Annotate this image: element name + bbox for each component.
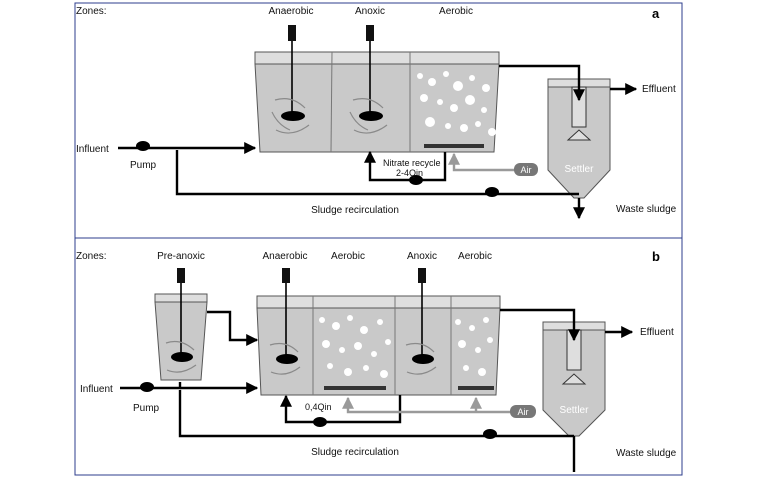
air-label-a: Air [521,165,532,175]
mixer-icon [269,268,301,375]
pump-icon [485,187,499,197]
aeration-bubbles [417,71,496,136]
pump-label-a: Pump [130,160,157,171]
influent-label-b: Influent [80,384,113,395]
diffuser-grid [324,386,494,390]
figure-frame [74,2,683,476]
zone-label-pre-anoxic: Pre-anoxic [157,251,205,262]
zone-label-anoxic-b: Anoxic [407,251,437,262]
zone-label-anoxic: Anoxic [355,6,385,17]
zone-label-aerobic-b1: Aerobic [331,251,365,262]
air-label-b: Air [518,407,529,417]
settler-label-b: Settler [560,405,590,416]
air-line-b: Air [342,396,536,418]
mixer-icon [405,268,437,375]
settler-label-a: Settler [565,164,595,175]
pump-icon [409,175,423,185]
panel-letter-a: a [652,6,660,21]
zone-label-aerobic: Aerobic [439,6,473,17]
pre-anoxic-tank [154,268,208,381]
pump-icon [313,417,327,427]
recycle-ratio-label-a: 2-4Qin [396,168,423,178]
pump-label-b: Pump [133,403,160,414]
panel-letter-b: b [652,249,660,264]
zones-label-a: Zones: [76,6,107,17]
pump-icon [136,141,150,151]
mixer-icon [349,25,388,134]
waste-sludge-label-b: Waste sludge [616,448,677,459]
nitrate-recycle-label: Nitrate recycle [383,158,441,168]
flow-lines-a [118,64,638,220]
zone-label-aerobic-b2: Aerobic [458,251,492,262]
pump-icon [483,429,497,439]
effluent-label-b: Effluent [640,327,674,338]
zones-label-b: Zones: [76,251,107,262]
diffuser-grid [424,144,484,148]
effluent-label-a: Effluent [642,84,676,95]
flow-lines-b [120,308,634,472]
panel-a: Zones: a Anaerobic Anoxic Aerobic [76,6,677,220]
waste-sludge-label-a: Waste sludge [616,204,677,215]
mixer-icon [271,25,310,134]
air-line-a: Air [448,152,538,176]
sludge-recirculation-label-a: Sludge recirculation [311,205,399,216]
reactor-basin-a [254,51,500,153]
panel-b: Zones: b Pre-anoxic Anaerobic Aerobic An… [76,249,677,472]
pump-icon [140,382,154,392]
influent-label-a: Influent [76,144,109,155]
zone-label-anaerobic-b: Anaerobic [262,251,307,262]
reactor-basin-b [256,295,501,396]
recycle-ratio-label-b: 0,4Qin [305,402,332,412]
zone-label-anaerobic: Anaerobic [268,6,313,17]
aeration-bubbles [455,317,493,376]
sludge-recirculation-label-b: Sludge recirculation [311,447,399,458]
aeration-bubbles [319,315,391,378]
